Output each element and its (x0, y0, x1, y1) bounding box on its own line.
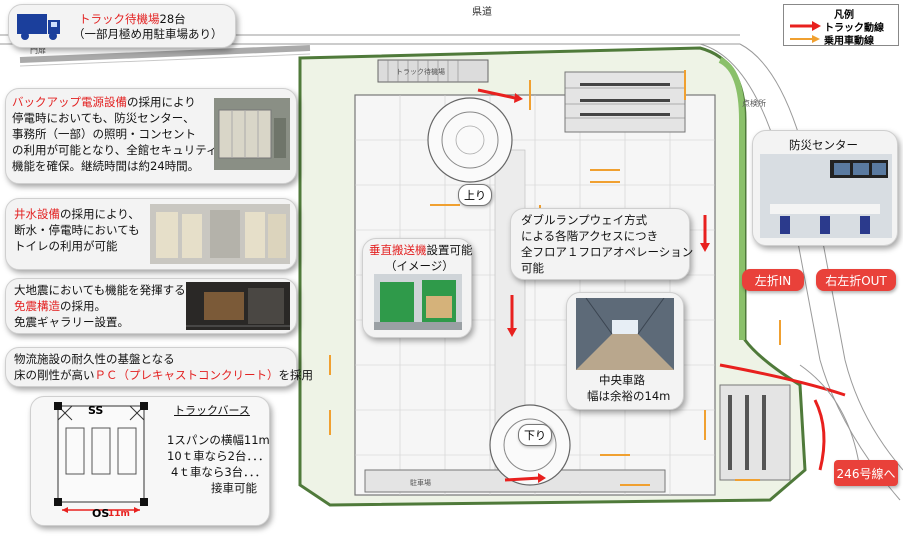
vertical-conveyor-rest: 設置可能 (426, 243, 473, 257)
central-road-title: 中央車路 (599, 373, 645, 387)
backup-power-line1-rest: の採用により (127, 95, 196, 109)
seismic-highlight: 免震構造 (14, 299, 60, 313)
truck-berth-title: トラックバース (174, 404, 250, 417)
backup-power-line1: バックアップ電源設備の採用により (12, 95, 196, 110)
truck-berth-line1: 1スパンの横幅11m (167, 433, 270, 447)
seismic-line1: 大地震においても機能を発揮する (14, 283, 186, 297)
truck-wait-area-label: トラック待機場 (396, 68, 445, 76)
berth-width-label: 11m (108, 509, 130, 519)
disaster-center-photo (760, 154, 892, 238)
well-water-highlight: 井水設備 (14, 207, 60, 221)
legend-car-label: 乗用車動線 (824, 36, 874, 47)
precast-line2-a: 床の剛性が高い (14, 368, 95, 382)
well-water-photo (150, 204, 290, 264)
truck-berth-diagram (54, 402, 148, 513)
well-water-line2: 断水・停電時においても (14, 223, 140, 237)
seismic-gallery-photo (186, 282, 290, 330)
disaster-center-title: 防災センター (789, 138, 858, 152)
parking-label: 駐車場 (410, 479, 431, 487)
road-label: 県道 (472, 7, 492, 18)
ramp-up-label: 上り (458, 184, 492, 206)
truck-berth-line2: 10ｔ車なら2台．．． (167, 449, 270, 463)
backup-power-highlight: バックアップ電源設備 (12, 95, 127, 109)
double-ramp-line3: 全フロア１フロアオペレーション (521, 245, 694, 259)
legend-title: 凡例 (834, 10, 854, 21)
legend-truck-label: トラック動線 (824, 23, 884, 34)
double-ramp-highlight: ダブルランプウェイ方式 (521, 213, 648, 227)
double-ramp-line2: による各階アクセスにつき (521, 229, 659, 243)
vertical-conveyor-photo (374, 274, 462, 330)
vertical-conveyor-highlight: 垂直搬送機 (369, 243, 427, 257)
precast-callout: 物流施設の耐久性の基盤となる 床の剛性が高いＰＣ（プレキャストコンクリート）を採… (5, 347, 313, 387)
truck-waiting-title: トラック待機場28台 (79, 12, 186, 27)
ramp-down-label: 下り (518, 424, 552, 446)
turn-left-in-tag: 左折IN (742, 269, 804, 291)
backup-power-line4: の利用が可能となり、全館セキュリティ (12, 143, 218, 157)
well-water-line1: 井水設備の採用により、 (14, 207, 140, 222)
vertical-conveyor-sub: （イメージ） (385, 259, 454, 273)
legend: 凡例 トラック動線 乗用車動線 (783, 4, 899, 47)
berth-ss-label: SS (88, 404, 104, 417)
truck-berth-line3: 4ｔ車なら3台．．． (171, 465, 267, 479)
truck-berth-line4: 接車可能 (211, 481, 257, 495)
well-water-line1-rest: の採用により、 (60, 207, 140, 221)
well-water-line3: トイレの利用が可能 (14, 239, 118, 253)
gate-label: 門扉 (30, 46, 46, 55)
backup-power-line2: 停電時においても、防災センター、 (12, 111, 195, 125)
double-ramp-callout: ダブルランプウェイ方式 による各階アクセスにつき 全フロア１フロアオペレーション… (510, 208, 694, 280)
seismic-line2: 免震構造の採用。 (14, 299, 106, 314)
backup-power-line3: 事務所（一部）の照明・コンセント (12, 127, 196, 141)
truck-waiting-callout: トラック待機場28台 （一部月極め用駐車場あり） (8, 4, 236, 48)
vertical-conveyor-title: 垂直搬送機設置可能 (369, 243, 473, 258)
central-road-sub: 幅は余裕の14m (587, 389, 671, 403)
inspection-label: 点検所 (742, 99, 766, 108)
precast-line1: 物流施設の耐久性の基盤となる (14, 352, 175, 366)
car-route-icon (790, 35, 820, 43)
berth-os-label: OS (92, 507, 110, 520)
truck-waiting-count: 28台 (159, 12, 186, 26)
truck-icon (17, 14, 60, 40)
seismic-line3: 免震ギャラリー設置。 (14, 315, 129, 329)
truck-route-icon (790, 21, 821, 31)
precast-line2-b: を採用 (278, 368, 314, 382)
precast-highlight: ＰＣ（プレキャストコンクリート） (94, 368, 279, 382)
generator-photo (214, 98, 290, 170)
central-road-photo (576, 298, 674, 370)
turn-out-tag: 右左折OUT (816, 269, 896, 291)
seismic-line2-rest: の採用。 (60, 299, 106, 313)
double-ramp-line4: 可能 (521, 261, 544, 275)
route-246-tag: 246号線へ (834, 460, 898, 486)
truck-waiting-line1: トラック待機場 (79, 12, 160, 26)
backup-power-line5: 機能を確保。継続時間は約24時間。 (12, 159, 200, 173)
precast-line2: 床の剛性が高いＰＣ（プレキャストコンクリート）を採用 (14, 368, 313, 383)
truck-waiting-line2: （一部月極め用駐車場あり） (73, 27, 223, 41)
